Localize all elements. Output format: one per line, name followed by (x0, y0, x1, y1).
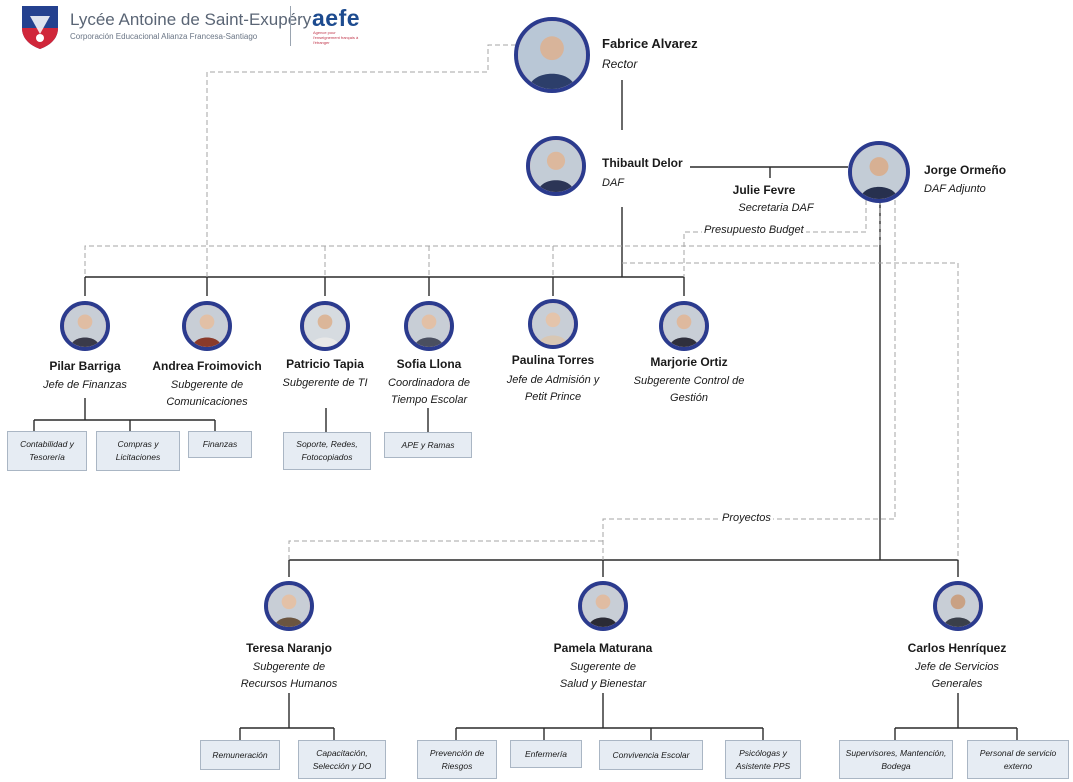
paulina-role-line-2: Petit Prince (524, 391, 582, 403)
sofia-name: Sofia Llona (396, 357, 462, 371)
marjorie-role-line-1: Subgerente Control de (633, 375, 745, 387)
unit-capacitacion: Capacitación, Selección y DO (298, 740, 386, 779)
paulina-role-line-1: Jefe de Admisión y (506, 374, 600, 386)
school-name: Lycée Antoine de Saint-Exupéry (70, 10, 312, 29)
carlos-role: Jefe de Servicios Generales (915, 659, 999, 693)
avatar-daf (526, 136, 586, 196)
unit-psicologas: Psicólogas y Asistente PPS (725, 740, 801, 779)
carlos-name: Carlos Henríquez (907, 641, 1007, 655)
paulina-name: Paulina Torres (511, 353, 595, 367)
marjorie-name: Marjorie Ortiz (650, 355, 728, 369)
andrea-role-line-1: Subgerente de (170, 379, 244, 391)
andrea-role: Subgerente de Comunicaciones (166, 377, 247, 411)
avatar-carlos (933, 581, 983, 631)
marjorie-role: Subgerente Control de Gestión (634, 373, 745, 407)
aefe-logo-subtitle: Agence pour l'enseignement français à l'… (313, 30, 359, 45)
avatar-patricio (300, 301, 350, 351)
sofia-role: Coordinadora de Tiempo Escolar (388, 375, 470, 409)
unit-finanzas: Finanzas (188, 431, 252, 458)
patricio-role: Subgerente de TI (282, 377, 368, 389)
carlos-role-line-2: Generales (931, 678, 983, 690)
carlos-role-line-1: Jefe de Servicios (915, 661, 999, 673)
daf-adjunto-name: Jorge Ormeño (924, 163, 1007, 177)
teresa-role-line-2: Recursos Humanos (240, 678, 338, 690)
presupuesto-budget-label: Presupuesto Budget (702, 224, 806, 236)
sofia-role-line-1: Coordinadora de (388, 377, 470, 389)
pamela-role-line-1: Sugerente de (569, 661, 637, 673)
school-shield-logo (20, 4, 60, 50)
pamela-role-line-2: Salud y Bienestar (559, 678, 647, 690)
andrea-role-line-2: Comunicaciones (166, 396, 248, 408)
unit-soporte: Soporte, Redes, Fotocopiados (283, 432, 371, 470)
patricio-name: Patricio Tapia (286, 357, 364, 371)
school-subtitle: Corporación Educacional Alianza Francesa… (70, 32, 258, 41)
avatar-rector (514, 17, 590, 93)
pilar-role: Jefe de Finanzas (43, 379, 127, 391)
marjorie-role-line-2: Gestión (670, 392, 708, 404)
pamela-name: Pamela Maturana (553, 641, 653, 655)
unit-personal: Personal de servicio externo (967, 740, 1069, 779)
teresa-name: Teresa Naranjo (246, 641, 332, 655)
daf-name: Thibault Delor (602, 156, 683, 170)
paulina-role: Jefe de Admisión y Petit Prince (507, 372, 600, 406)
avatar-paulina (528, 299, 578, 349)
avatar-daf-adjunto (848, 141, 910, 203)
pamela-role: Sugerente de Salud y Bienestar (560, 659, 646, 693)
avatar-andrea (182, 301, 232, 351)
unit-enfermeria: Enfermería (510, 740, 582, 768)
secretaria-name: Julie Fevre (732, 183, 796, 197)
unit-contabilidad: Contabilidad y Tesorería (7, 431, 87, 471)
avatar-pamela (578, 581, 628, 631)
pilar-name: Pilar Barriga (49, 359, 121, 373)
teresa-role: Subgerente de Recursos Humanos (241, 659, 338, 693)
unit-remuneracion: Remuneración (200, 740, 280, 770)
avatar-marjorie (659, 301, 709, 351)
unit-prevencion: Prevención de Riesgos (417, 740, 497, 779)
header-divider (290, 6, 291, 46)
rector-role: Rector (602, 57, 638, 71)
aefe-logo: aefe (312, 5, 361, 31)
sofia-role-line-2: Tiempo Escolar (390, 394, 468, 406)
teresa-role-line-1: Subgerente de (252, 661, 326, 673)
rector-name: Fabrice Alvarez (602, 36, 698, 51)
andrea-name: Andrea Froimovich (152, 359, 262, 373)
avatar-pilar (60, 301, 110, 351)
daf-role: DAF (602, 177, 624, 189)
daf-adjunto-role: DAF Adjunto (924, 183, 986, 195)
unit-convivencia: Convivencia Escolar (599, 740, 703, 770)
avatar-teresa (264, 581, 314, 631)
avatar-sofia (404, 301, 454, 351)
unit-ape: APE y Ramas (384, 432, 472, 458)
proyectos-label: Proyectos (720, 512, 773, 524)
unit-supervisores: Supervisores, Mantención, Bodega (839, 740, 953, 779)
secretaria-role: Secretaria DAF (738, 202, 814, 214)
unit-compras: Compras y Licitaciones (96, 431, 180, 471)
